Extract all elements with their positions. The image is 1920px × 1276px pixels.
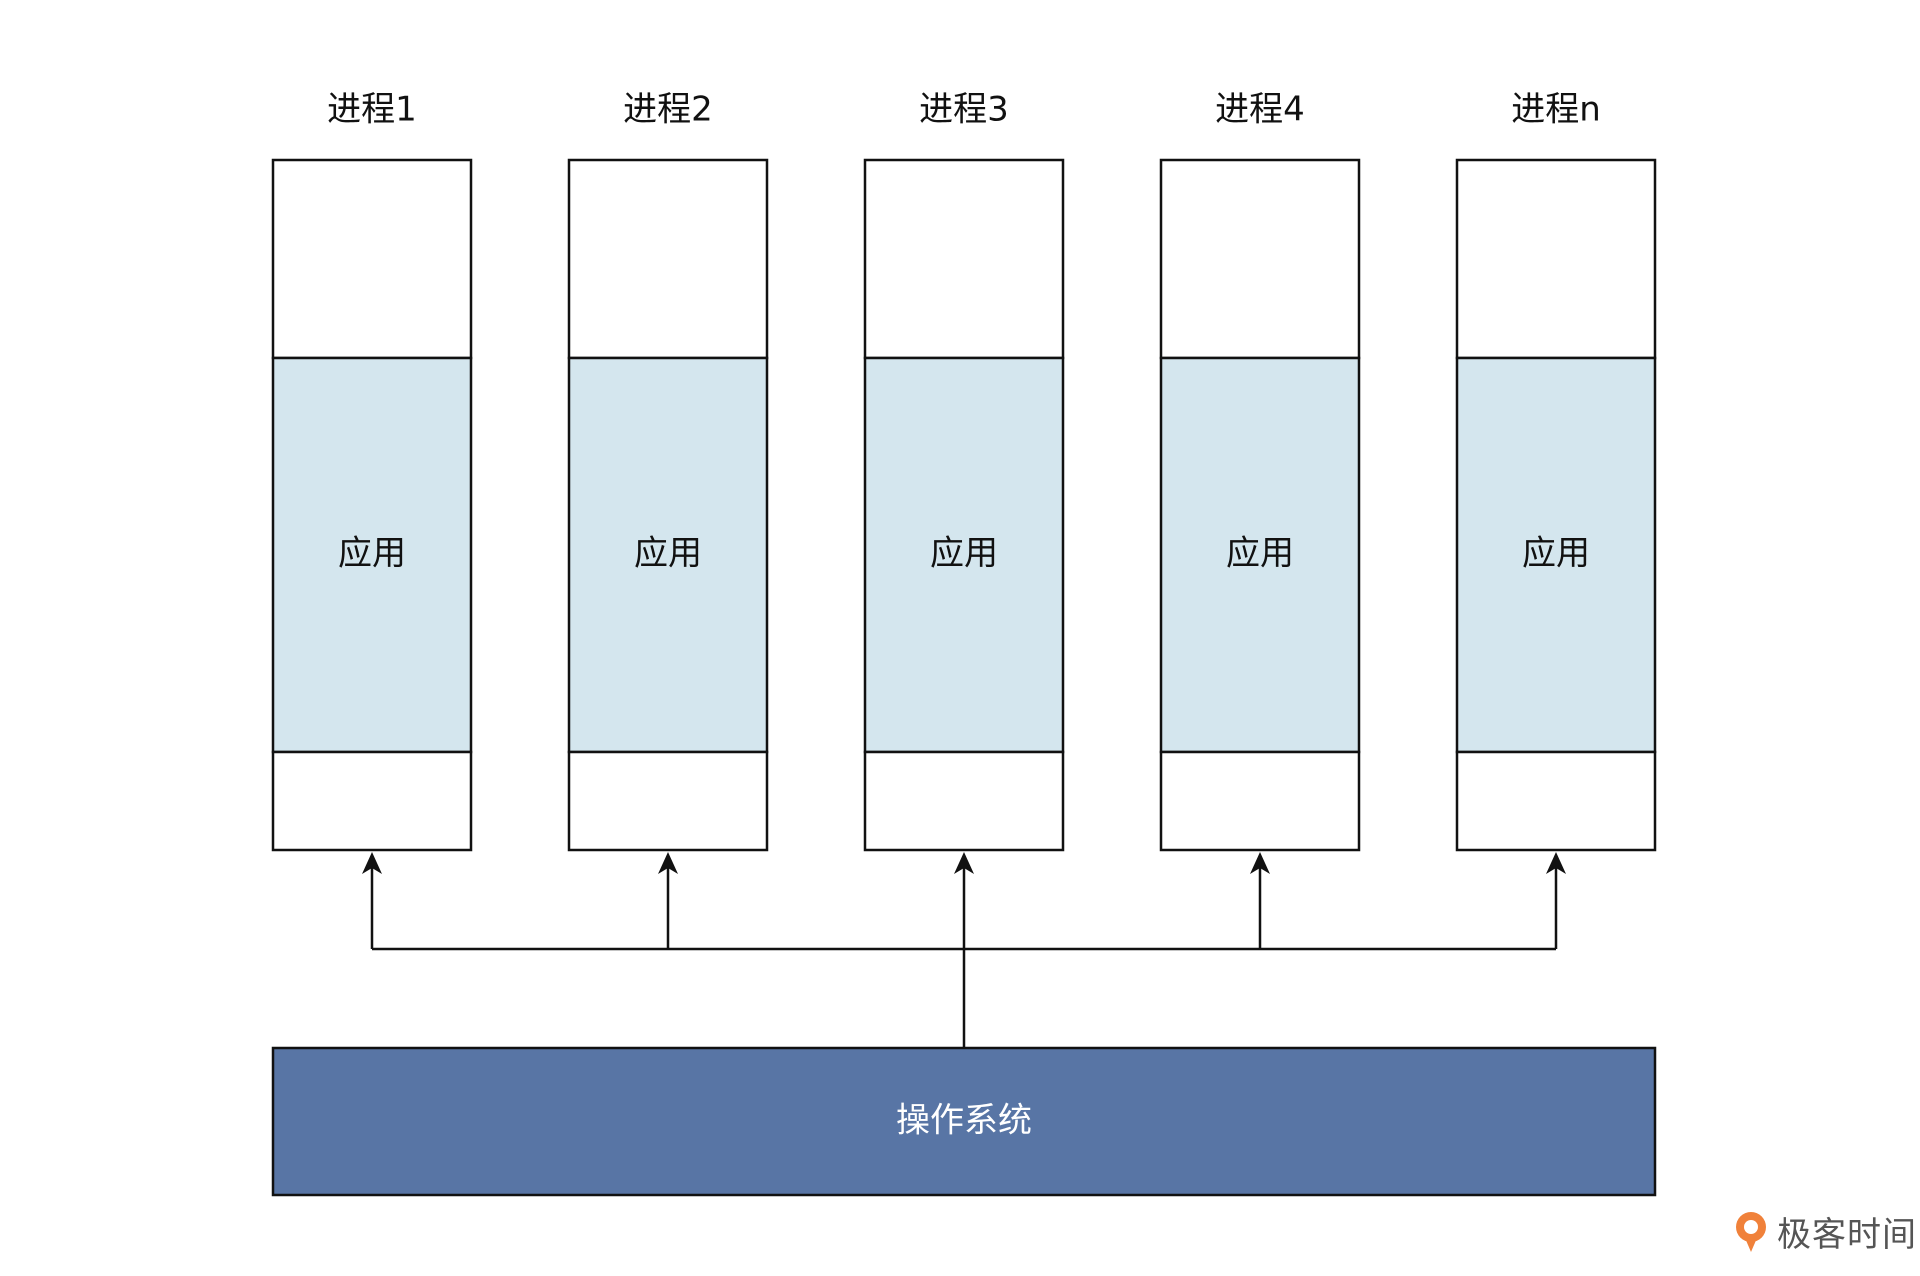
os-label: 操作系统 [896,1101,1032,1141]
process-top-section [567,158,769,360]
app-section [271,356,473,754]
process-top-section [1455,158,1657,360]
arrowhead [362,852,382,874]
brand-watermark: 极客时间 [1731,1207,1917,1256]
os-block: 操作系统 [271,1046,1657,1197]
process-bottom-section [863,750,1065,852]
process-title: 进程4 [1215,90,1305,130]
process-title: 进程2 [623,90,713,130]
process-bottom-section [567,750,769,852]
geektime-logo-icon [1736,1211,1766,1252]
app-section [1455,356,1657,754]
app-label: 应用 [1522,534,1590,574]
arrowhead [1546,852,1566,874]
arrowhead [954,852,974,874]
process-title: 进程3 [919,90,1009,130]
connector-lines [362,852,1566,1048]
app-label: 应用 [634,534,702,574]
os-box [271,1046,1657,1197]
app-section [863,356,1065,754]
process-column: 进程1 应用 [271,90,473,852]
brand-name: 极客时间 [1777,1215,1917,1255]
process-bottom-section [271,750,473,852]
app-section [567,356,769,754]
app-label: 应用 [930,534,998,574]
process-title: 进程1 [327,90,417,130]
process-top-section [1159,158,1361,360]
app-label: 应用 [338,534,406,574]
arrowhead [658,852,678,874]
process-top-section [863,158,1065,360]
process-top-section [271,158,473,360]
app-section [1159,356,1361,754]
process-column: 进程2 应用 [567,90,769,852]
app-label: 应用 [1226,534,1294,574]
process-bottom-section [1455,750,1657,852]
process-column: 进程4 应用 [1159,90,1361,852]
process-title: 进程n [1511,90,1601,130]
process-bottom-section [1159,750,1361,852]
process-column: 进程n 应用 [1455,90,1657,852]
arrowhead [1250,852,1270,874]
process-column: 进程3 应用 [863,90,1065,852]
